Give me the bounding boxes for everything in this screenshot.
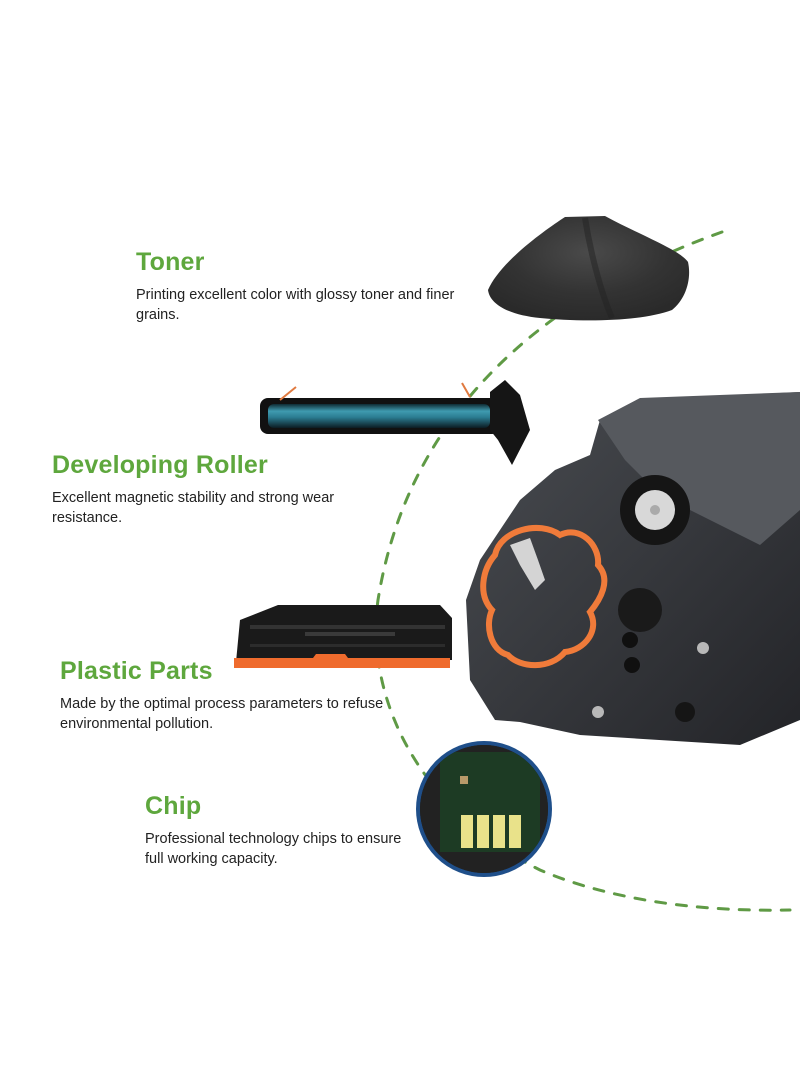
feature-title: Toner: [136, 248, 205, 276]
feature-description: Made by the optimal process parameters t…: [60, 696, 384, 732]
feature-description: Printing excellent color with glossy ton…: [136, 287, 455, 323]
feature-description: Excellent magnetic stability and strong …: [52, 490, 335, 526]
feature-title: Developing Roller: [52, 451, 268, 479]
feature-developing-roller: Developing Roller Excellent magnetic sta…: [52, 451, 352, 528]
feature-toner: Toner Printing excellent color with glos…: [136, 248, 476, 325]
feature-chip: Chip Professional technology chips to en…: [145, 792, 405, 869]
feature-plastic-parts: Plastic Parts Made by the optimal proces…: [60, 657, 390, 734]
feature-title: Chip: [145, 792, 202, 820]
feature-title: Plastic Parts: [60, 657, 213, 685]
feature-description: Professional technology chips to ensure …: [145, 831, 402, 867]
